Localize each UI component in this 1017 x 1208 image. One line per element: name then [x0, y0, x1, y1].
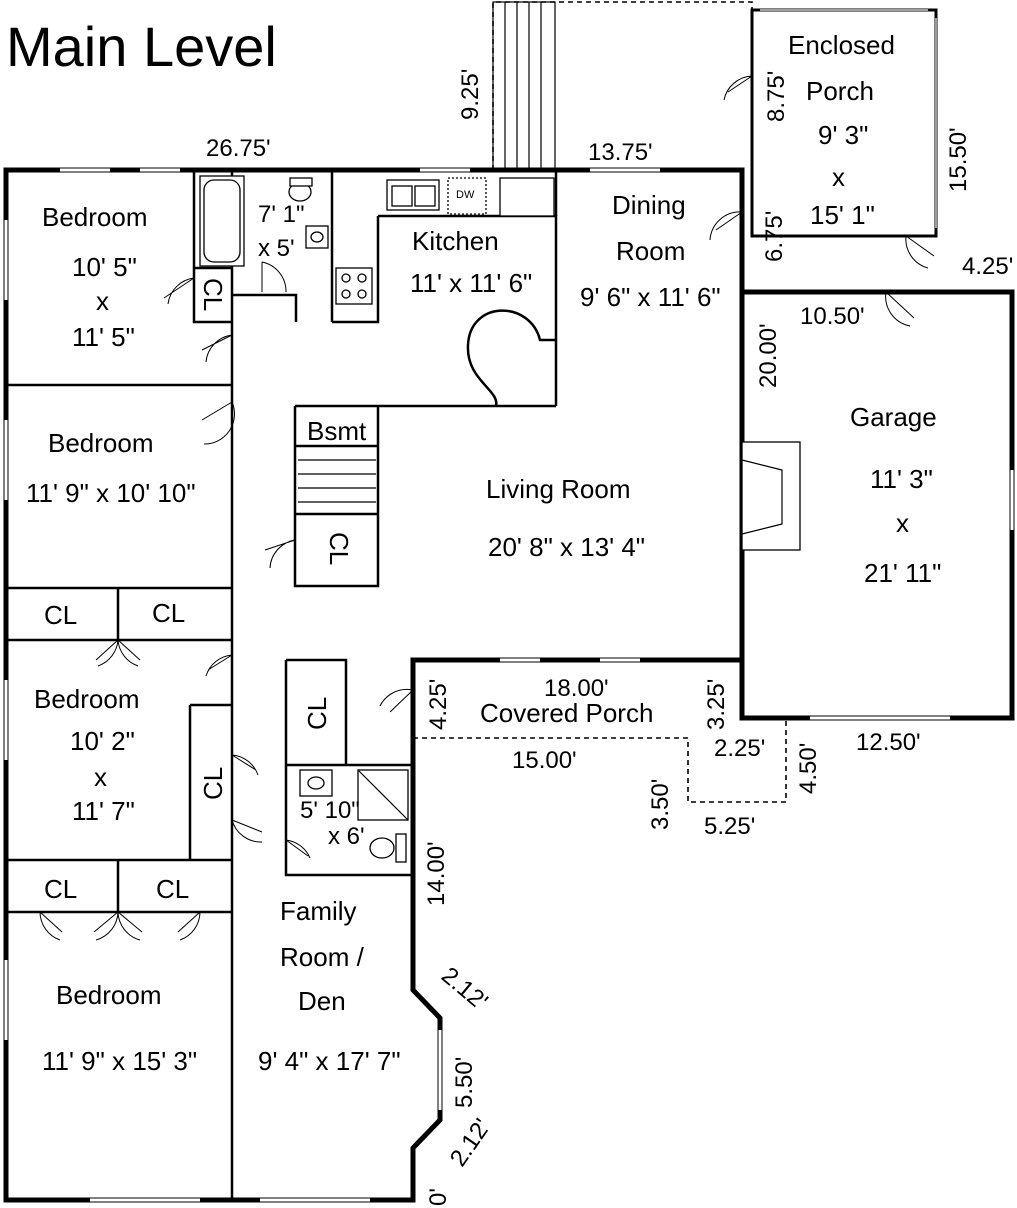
kitchen-name: Kitchen	[412, 226, 499, 256]
dim-bay-a: 2.12'	[436, 962, 493, 1016]
closet-b1: CL	[198, 278, 228, 311]
family-size: 9' 4" x 17' 7"	[258, 1046, 401, 1076]
toilet-2	[369, 837, 395, 859]
dim-top-left: 26.75'	[206, 135, 271, 162]
dim-garage-side: 20.00'	[755, 323, 782, 388]
bedroom3-x: x	[94, 762, 107, 792]
bedroom1-name: Bedroom	[42, 202, 148, 232]
garage-name: Garage	[850, 402, 937, 432]
bedroom1-x: x	[96, 286, 109, 316]
closet-b3: CL	[198, 767, 228, 800]
porch-name-1: Enclosed	[788, 30, 895, 60]
dim-step-bottom: 5.25'	[704, 813, 755, 840]
dim-cp-bottom: 15.00'	[512, 747, 577, 774]
living-size: 20' 8" x 13' 4"	[488, 532, 645, 562]
basement-stairs	[298, 459, 376, 503]
dim-step-h: 4.50'	[795, 743, 822, 794]
family-name-2: Room /	[280, 942, 365, 972]
family-name-1: Family	[280, 896, 357, 926]
covered-porch-name: Covered Porch	[480, 698, 653, 728]
dim-deck-height: 9.25'	[457, 69, 484, 120]
family-name-3: Den	[298, 986, 346, 1016]
rear-deck	[492, 1, 753, 171]
bedroom3-name: Bedroom	[34, 684, 140, 714]
porch-size-h: 15' 1"	[810, 200, 875, 230]
garage-size-w: 11' 3"	[870, 464, 933, 494]
garage-x: x	[896, 508, 909, 538]
closet-hall: CL	[302, 697, 332, 730]
closet-b2a: CL	[44, 600, 77, 630]
bath2-size-b: x 6'	[328, 823, 365, 850]
bedroom2-name: Bedroom	[48, 428, 154, 458]
dining-name-1: Dining	[612, 190, 686, 220]
porch-name-2: Porch	[806, 76, 874, 106]
refrigerator	[499, 177, 555, 217]
enclosed-porch-walls	[750, 8, 938, 238]
range	[335, 267, 373, 305]
doors	[39, 75, 935, 941]
dim-bay-c: 2.12'	[445, 1114, 497, 1172]
dim-garage-offset: 4.25'	[962, 253, 1013, 280]
bedroom3-size-h: 11' 7"	[72, 796, 135, 826]
living-name: Living Room	[486, 474, 631, 504]
dining-size: 9' 6" x 11' 6"	[580, 282, 721, 312]
peninsula-counter	[466, 309, 556, 407]
room-labels: Bedroom 10' 5" x 11' 5" Bedroom 11' 9" x…	[26, 30, 941, 1076]
dim-garage-top: 10.50'	[800, 303, 865, 330]
dining-name-2: Room	[616, 236, 685, 266]
dim-garage-bottom: 12.50'	[856, 729, 921, 756]
dim-step-w: 2.25'	[714, 735, 765, 762]
dim-step-left: 3.50'	[647, 779, 674, 830]
dim-cp-left: 4.25'	[425, 679, 452, 730]
bath2-size-a: 5' 10"	[300, 797, 360, 824]
dim-cp-right: 3.25'	[703, 679, 730, 730]
bath1-size-b: x 5'	[258, 235, 295, 262]
porch-size-w: 9' 3"	[818, 120, 868, 150]
fixtures	[199, 175, 801, 863]
dim-top-right: 13.75'	[588, 139, 653, 166]
dw-label: DW	[456, 189, 475, 201]
bedroom2-size: 11' 9" x 10' 10"	[26, 478, 196, 508]
dim-bay-b: 5.50'	[451, 1057, 478, 1108]
closet-b4b: CL	[156, 874, 189, 904]
dim-cp-top: 18.00'	[544, 675, 609, 702]
porch-x: x	[832, 162, 845, 192]
plan-title: Main Level	[6, 15, 277, 78]
closet-stair: CL	[324, 532, 354, 565]
dim-bottom-tail: 0'	[425, 1188, 452, 1206]
bedroom1-size-h: 11' 5"	[72, 322, 135, 352]
dim-dining-side: 6.75'	[761, 211, 788, 262]
covered-porch-outline	[413, 718, 787, 803]
garage-size-h: 21' 11"	[864, 558, 941, 588]
bedroom4-size: 11' 9" x 15' 3"	[42, 1046, 197, 1076]
dim-porch-door: 8.75'	[763, 71, 790, 122]
windows	[4, 168, 1014, 1202]
bedroom3-size-w: 10' 2"	[70, 726, 135, 756]
dim-porch-side: 15.50'	[945, 127, 972, 192]
bath1-size-a: 7' 1"	[258, 201, 304, 228]
bsmt-label: Bsmt	[307, 416, 367, 446]
dim-fam-side: 14.00'	[423, 841, 450, 906]
kitchen-size: 11' x 11' 6"	[410, 268, 532, 298]
closet-b2b: CL	[152, 598, 185, 628]
closet-b4a: CL	[44, 874, 77, 904]
interior-walls	[6, 170, 558, 1200]
fireplace	[741, 441, 801, 551]
bedroom1-size-w: 10' 5"	[72, 252, 137, 282]
dishwasher	[447, 177, 487, 215]
bedroom4-name: Bedroom	[56, 980, 162, 1010]
